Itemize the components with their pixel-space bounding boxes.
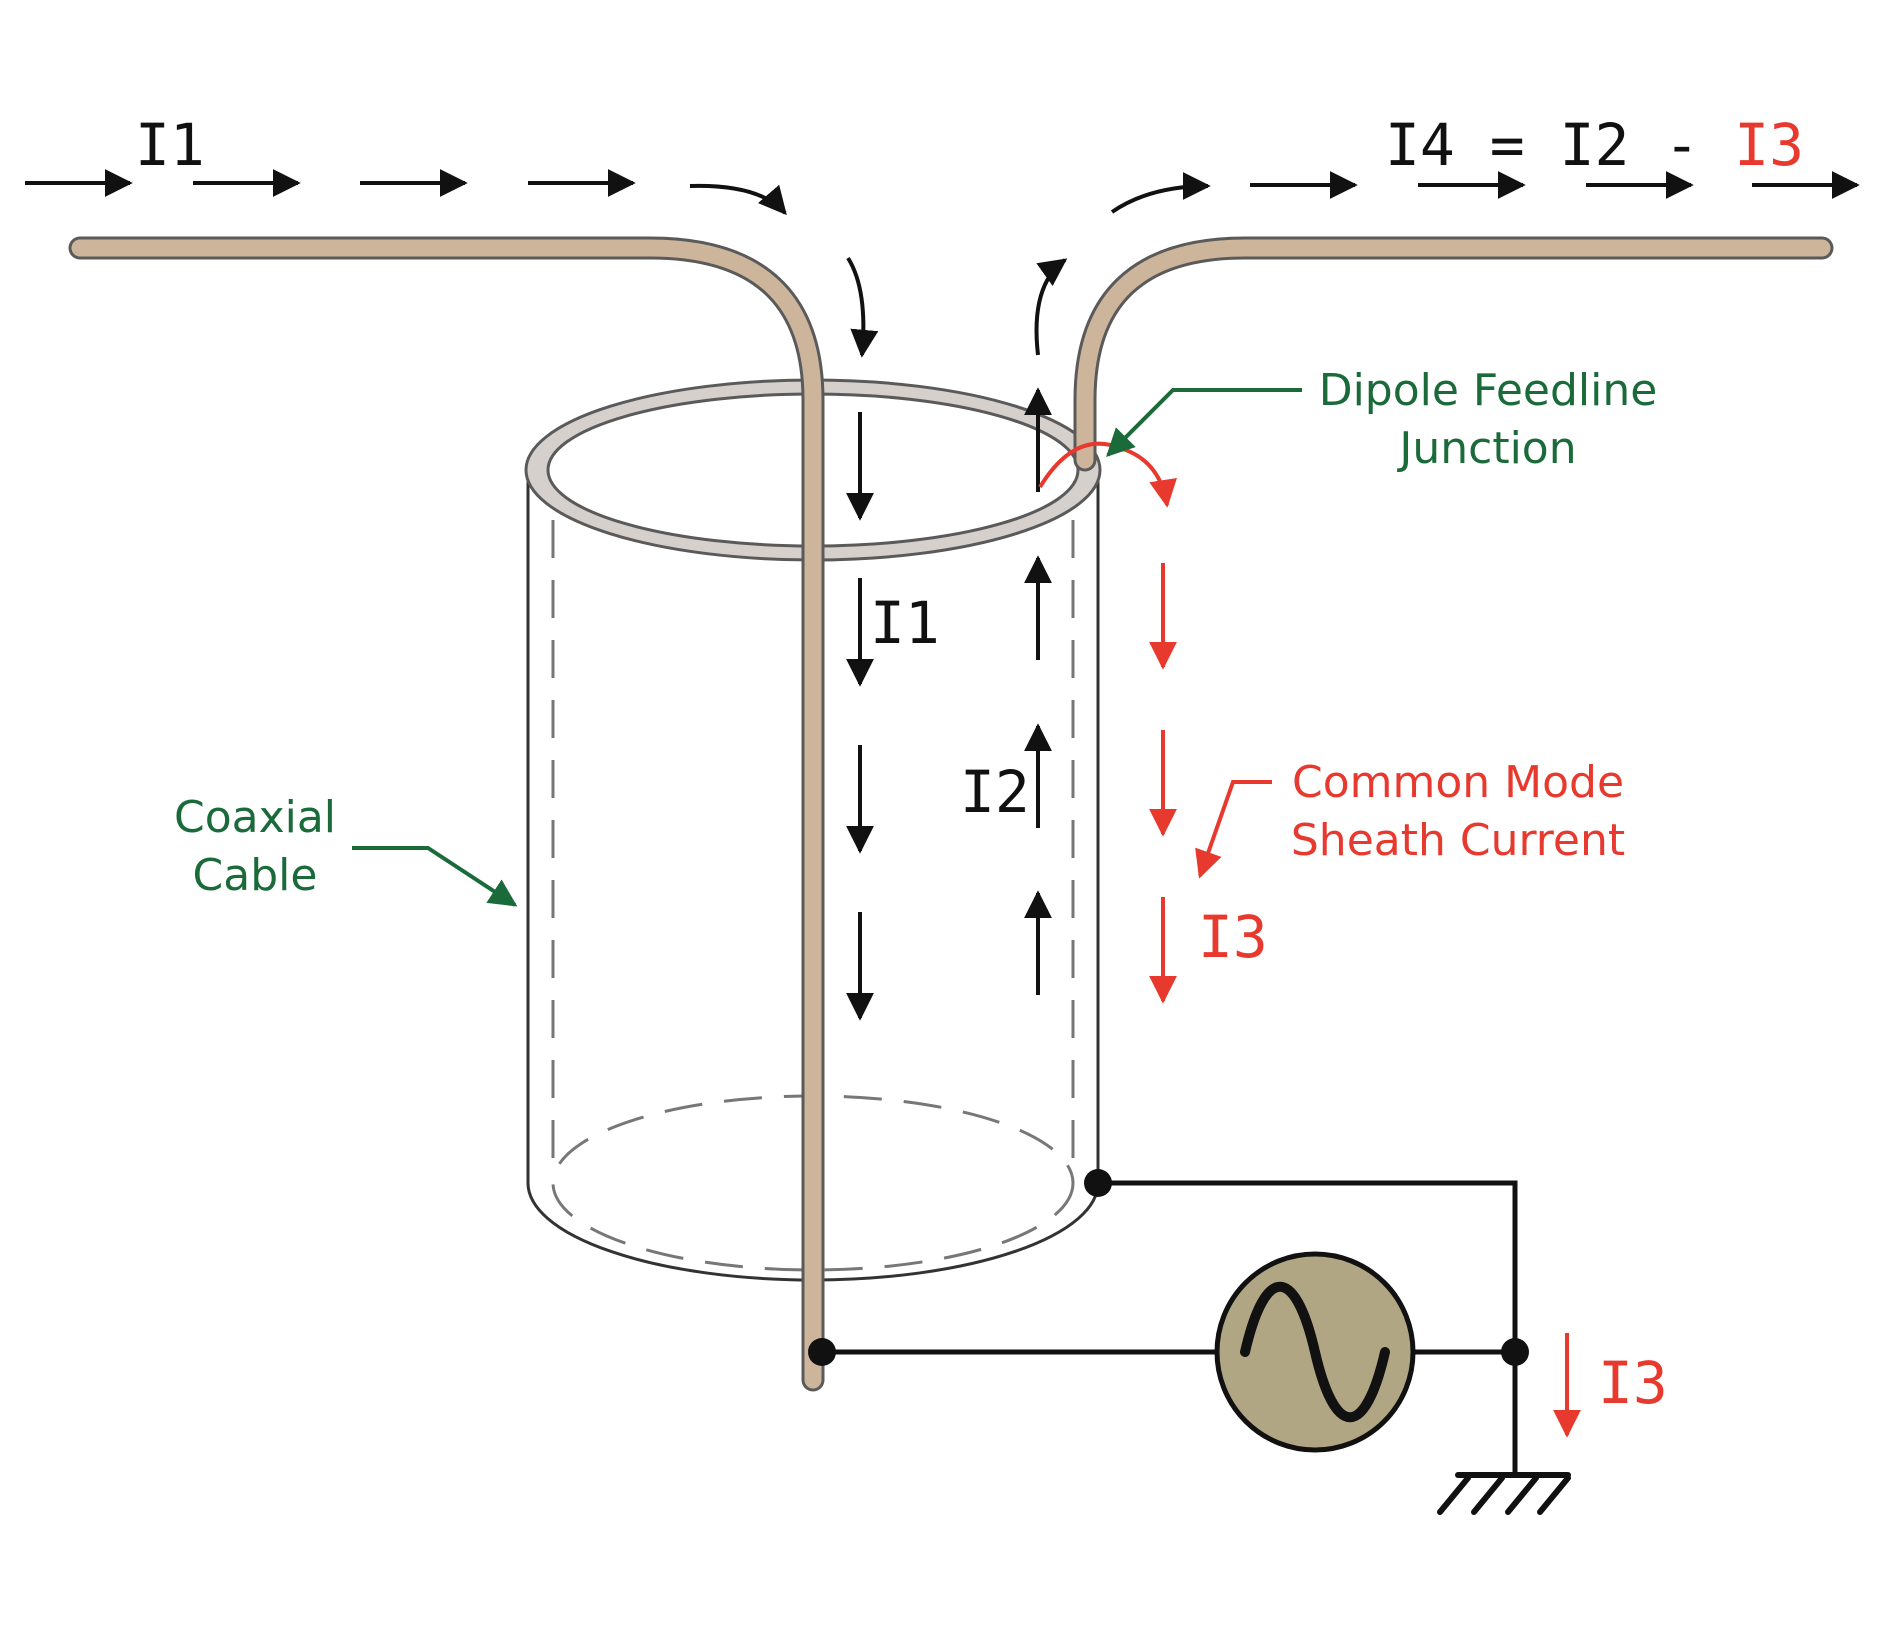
i1-top-arrows bbox=[25, 169, 879, 358]
sheath-label-line2: Sheath Current bbox=[1291, 815, 1625, 866]
shield-junction-dot bbox=[1084, 1169, 1112, 1197]
current-arrow bbox=[846, 256, 879, 358]
junction-label-line1: Dipole Feedline bbox=[1319, 365, 1658, 416]
coax-label-line2: Cable bbox=[193, 850, 318, 901]
i1-top-label: I1 bbox=[135, 111, 205, 179]
i1-inner-label: I1 bbox=[870, 589, 940, 657]
ac-source-icon bbox=[1214, 1251, 1416, 1453]
coax-label-line1: Coaxial bbox=[174, 792, 336, 843]
sheath-callout-line bbox=[1195, 780, 1272, 879]
i3-ground-label: I3 bbox=[1598, 1349, 1668, 1417]
i4-equation-left: I4 = I2 - bbox=[1385, 111, 1734, 179]
i4-equation-i3: I3 bbox=[1734, 111, 1804, 179]
ground-icon bbox=[1437, 1472, 1571, 1515]
current-arrow bbox=[689, 183, 787, 216]
i3-sheath-label: I3 bbox=[1198, 903, 1268, 971]
junction-callout-line bbox=[1106, 388, 1302, 457]
ground-junction-dot bbox=[1501, 1338, 1529, 1366]
sheath-label-line1: Common Mode bbox=[1292, 757, 1624, 808]
i4-equation-label: I4 = I2 - I3 bbox=[1385, 111, 1804, 179]
junction-label-line2: Junction bbox=[1396, 423, 1576, 474]
i4-top-arrows bbox=[1110, 171, 1860, 214]
shield-to-ground-wire bbox=[1098, 1180, 1518, 1475]
i2-inner-label: I2 bbox=[960, 758, 1030, 826]
center-junction-dot bbox=[808, 1338, 836, 1366]
current-arrow bbox=[1110, 172, 1211, 214]
left-dipole-wire bbox=[68, 236, 825, 1392]
current-arrow bbox=[1034, 258, 1068, 356]
circuit-wires bbox=[822, 1180, 1518, 1475]
coax-callout-line bbox=[352, 846, 518, 907]
right-dipole-wire bbox=[1073, 236, 1834, 472]
i2-up-arrows bbox=[1024, 258, 1068, 995]
